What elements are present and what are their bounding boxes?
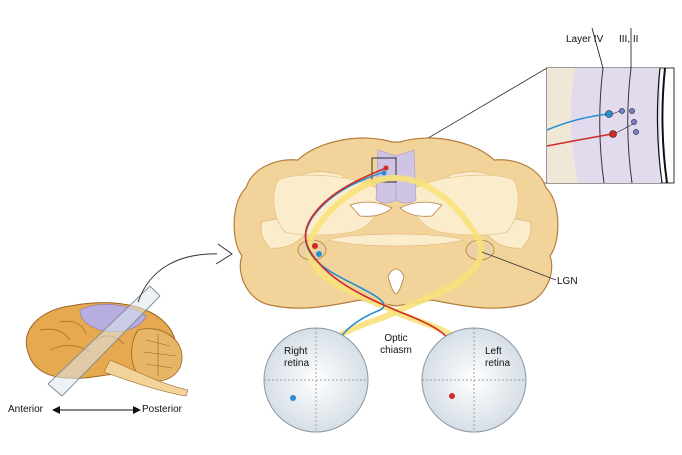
upper-layer-neuron bbox=[631, 119, 636, 124]
left-eye-neuron-layer-iv bbox=[610, 131, 617, 138]
layer-iv-label: Layer IV bbox=[566, 34, 603, 46]
lgn-neuron-right-eye bbox=[316, 251, 322, 257]
sagittal-brain bbox=[26, 286, 188, 396]
left-retina-ganglion-cell bbox=[449, 393, 455, 399]
right-retina-label-line1: Right bbox=[284, 346, 309, 358]
left-retina-label-line2: retina bbox=[485, 358, 510, 370]
right-retina-label: Right retina bbox=[284, 346, 309, 370]
right-retina-label-line2: retina bbox=[284, 358, 309, 370]
left-retina-label-line1: Left bbox=[485, 346, 510, 358]
cortex-layer-inset bbox=[547, 68, 674, 183]
lgn-label: LGN bbox=[557, 276, 578, 288]
upper-layer-neuron bbox=[633, 129, 638, 134]
upper-layer-neuron bbox=[619, 108, 624, 113]
left-retina-label: Left retina bbox=[485, 346, 510, 370]
optic-chiasm-label: Optic chiasm bbox=[376, 333, 416, 357]
right-retina-ganglion-cell bbox=[290, 395, 296, 401]
anterior-label: Anterior bbox=[8, 404, 43, 416]
layers-iii-ii-label: III, II bbox=[619, 34, 638, 46]
cortex-neuron-left-eye bbox=[384, 166, 389, 171]
cortex-neuron-right-eye bbox=[382, 171, 387, 176]
upper-layer-neuron bbox=[629, 108, 634, 113]
optic-chiasm-label-line1: Optic bbox=[376, 333, 416, 345]
anterior-posterior-axis bbox=[52, 406, 141, 414]
brain-coronal-section bbox=[234, 138, 558, 308]
optic-chiasm-label-line2: chiasm bbox=[376, 345, 416, 357]
left-retina bbox=[422, 328, 526, 432]
lgn-neuron-left-eye bbox=[312, 243, 318, 249]
right-retina bbox=[264, 328, 368, 432]
right-eye-neuron-layer-iv bbox=[606, 111, 613, 118]
posterior-label: Posterior bbox=[142, 404, 182, 416]
